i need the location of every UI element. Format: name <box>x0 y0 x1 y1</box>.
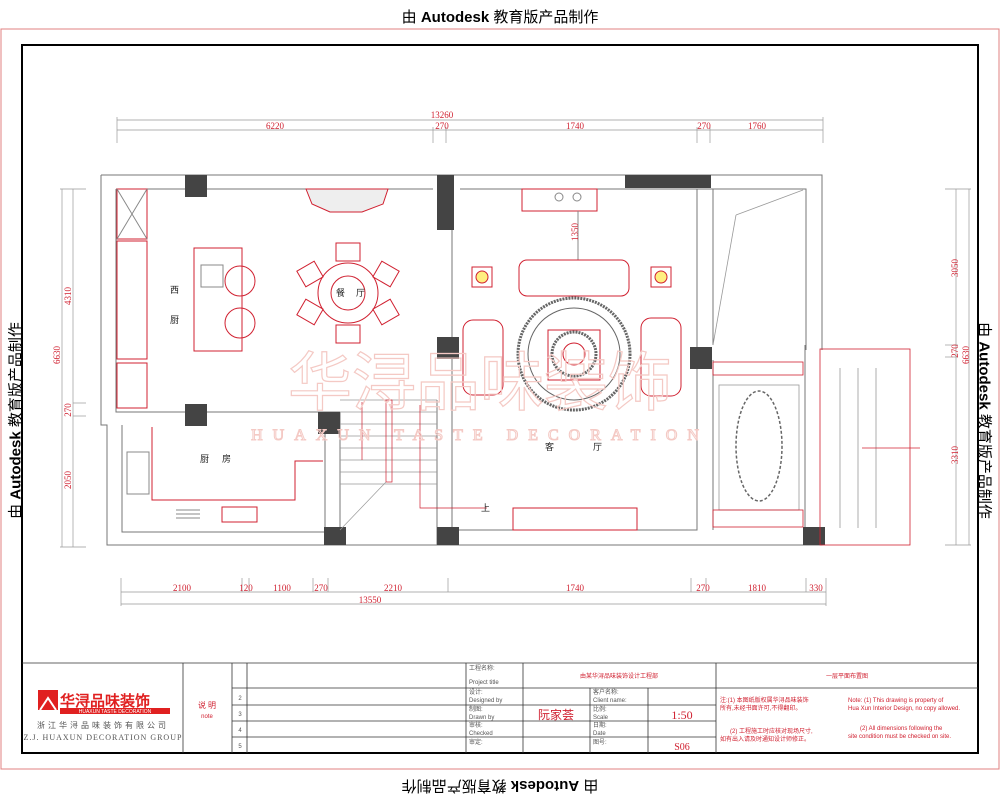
porch-area <box>712 189 920 546</box>
dim-bottom-8: 1810 <box>748 583 767 593</box>
label-western-kitchen-2: 厨 <box>170 315 179 325</box>
drawing-no-label: 图号: <box>593 739 607 746</box>
island-counter <box>193 247 256 352</box>
dim-bottom-3: 1100 <box>273 583 291 593</box>
top-watermark-banner: 由 Autodesk 教育版产品制作 <box>401 9 599 26</box>
top-dimensions <box>116 117 824 143</box>
dim-bottom-5: 2210 <box>384 583 403 593</box>
label-dining-1: 餐 <box>336 287 345 298</box>
svg-text:华浔品味装饰: 华浔品味装饰 <box>60 692 150 710</box>
dim-bottom-7: 270 <box>696 583 710 593</box>
plan-logo-watermark-en: HUAXUN TASTE DECORATION <box>251 427 709 444</box>
title-block-grid <box>22 662 978 753</box>
dim-top-2: 270 <box>435 121 449 131</box>
living-room-furniture <box>462 188 682 531</box>
notes-en-3: (2) All dimensions following the <box>860 726 943 732</box>
project-header: 由某华浔品味装饰设计工程部 <box>580 672 658 680</box>
date-label: 日期: <box>593 721 607 729</box>
notes-cn-4: 如有出入请及时通知设计师修正。 <box>720 735 810 743</box>
dim-bottom-2: 120 <box>239 583 253 593</box>
notes-en-1: Note: (1) This drawing is property of <box>848 698 944 704</box>
label-kitchen-2: 房 <box>222 453 231 464</box>
dim-bottom-4: 270 <box>314 583 328 593</box>
client-label-en: Client name: <box>593 698 627 704</box>
field-designer-en: Designed by <box>469 698 502 704</box>
kitchen-counters <box>126 427 323 523</box>
dim-top-4: 270 <box>697 121 711 131</box>
field-project-en: Project title <box>469 680 499 686</box>
round-carpet <box>516 296 632 412</box>
staircase <box>339 399 487 531</box>
notes-en-4: site condition must be checked on site. <box>848 734 951 740</box>
field-checked-en: Checked <box>469 731 493 737</box>
dim-tv-distance: 1350 <box>570 223 580 242</box>
field-project-cn: 工程名称: <box>469 664 495 672</box>
dim-right-total: 6630 <box>961 346 971 365</box>
drawing-number: S06 <box>674 742 690 753</box>
scale-value: 1:50 <box>671 708 692 722</box>
right-dimensions <box>945 188 971 546</box>
note-label-en: note <box>201 714 213 720</box>
notes-cn-3: (2) 工程施工时应核对现场尺寸, <box>730 727 813 735</box>
sheet-frame <box>21 44 979 754</box>
plan-logo-watermark: 华浔品味装饰 <box>288 348 672 419</box>
dim-left-1: 4310 <box>63 287 73 306</box>
label-living-2: 厅 <box>593 442 602 452</box>
field-drawn-en: Drawn by <box>469 715 494 721</box>
row-number: 2 <box>238 696 242 702</box>
field-approved-cn: 审定: <box>469 738 483 746</box>
dim-bottom-9: 330 <box>809 583 823 593</box>
label-stair-up: 上 <box>481 503 490 513</box>
dim-left-total: 6630 <box>52 346 62 365</box>
dim-bottom-total: 13550 <box>359 595 382 605</box>
dim-left-2: 270 <box>63 403 73 417</box>
field-drawn-cn: 制图: <box>469 705 483 713</box>
row-number: 3 <box>238 712 242 718</box>
bottom-dimensions <box>120 578 827 606</box>
field-checked-cn: 审核: <box>469 721 483 729</box>
notes-en-2: Hua Xun Interior Design, no copy allowed… <box>848 706 960 712</box>
scale-label-en: Scale <box>593 715 609 721</box>
sideboard <box>305 188 389 213</box>
company-logo: 华浔品味装饰 HUAXUN TASTE DECORATION <box>38 690 170 715</box>
label-western-kitchen-1: 西 <box>170 285 179 295</box>
notes-cn-2: 所有,未经书面许可,不得翻印。 <box>720 704 801 712</box>
label-kitchen-1: 厨 <box>200 454 209 464</box>
company-name-cn: 浙江华浔品味装饰有限公司 <box>37 720 169 730</box>
company-name-en: Z.J. HUAXUN DECORATION GROUP <box>24 733 183 742</box>
dim-left-3: 2050 <box>63 471 73 490</box>
dim-top-total: 13260 <box>431 110 454 120</box>
label-living-1: 客 <box>545 441 554 452</box>
drawing-title: 一层平面布置图 <box>826 672 868 680</box>
dim-right-1: 3050 <box>950 259 960 278</box>
note-label: 说 明 <box>198 700 216 710</box>
dim-bottom-1: 2100 <box>173 583 192 593</box>
structural-columns <box>185 175 825 545</box>
client-name: 阮家荟 <box>538 707 574 722</box>
svg-text:HUAXUN TASTE DECORATION: HUAXUN TASTE DECORATION <box>79 709 152 715</box>
dim-right-3: 3310 <box>950 446 960 465</box>
date-label-en: Date <box>593 731 606 737</box>
left-dimensions <box>60 188 86 548</box>
dim-top-1: 6220 <box>266 121 285 131</box>
client-label: 客户名称: <box>593 688 619 696</box>
western-kitchen-cabinets <box>116 188 148 409</box>
field-designer-cn: 设计: <box>469 688 483 696</box>
dining-table <box>296 242 400 344</box>
label-dining-2: 厅 <box>356 288 365 298</box>
dim-top-5: 1760 <box>748 121 767 131</box>
notes-cn-1: 注:(1) 本图纸版权属华浔品味装饰 <box>720 696 809 704</box>
row-number: 5 <box>238 744 242 750</box>
scale-label: 比例: <box>593 705 607 713</box>
dim-bottom-6: 1740 <box>566 583 585 593</box>
dim-top-3: 1740 <box>566 121 585 131</box>
row-number: 4 <box>238 728 242 734</box>
sheet-outer-border <box>0 28 1000 770</box>
dim-right-2: 270 <box>950 344 960 358</box>
